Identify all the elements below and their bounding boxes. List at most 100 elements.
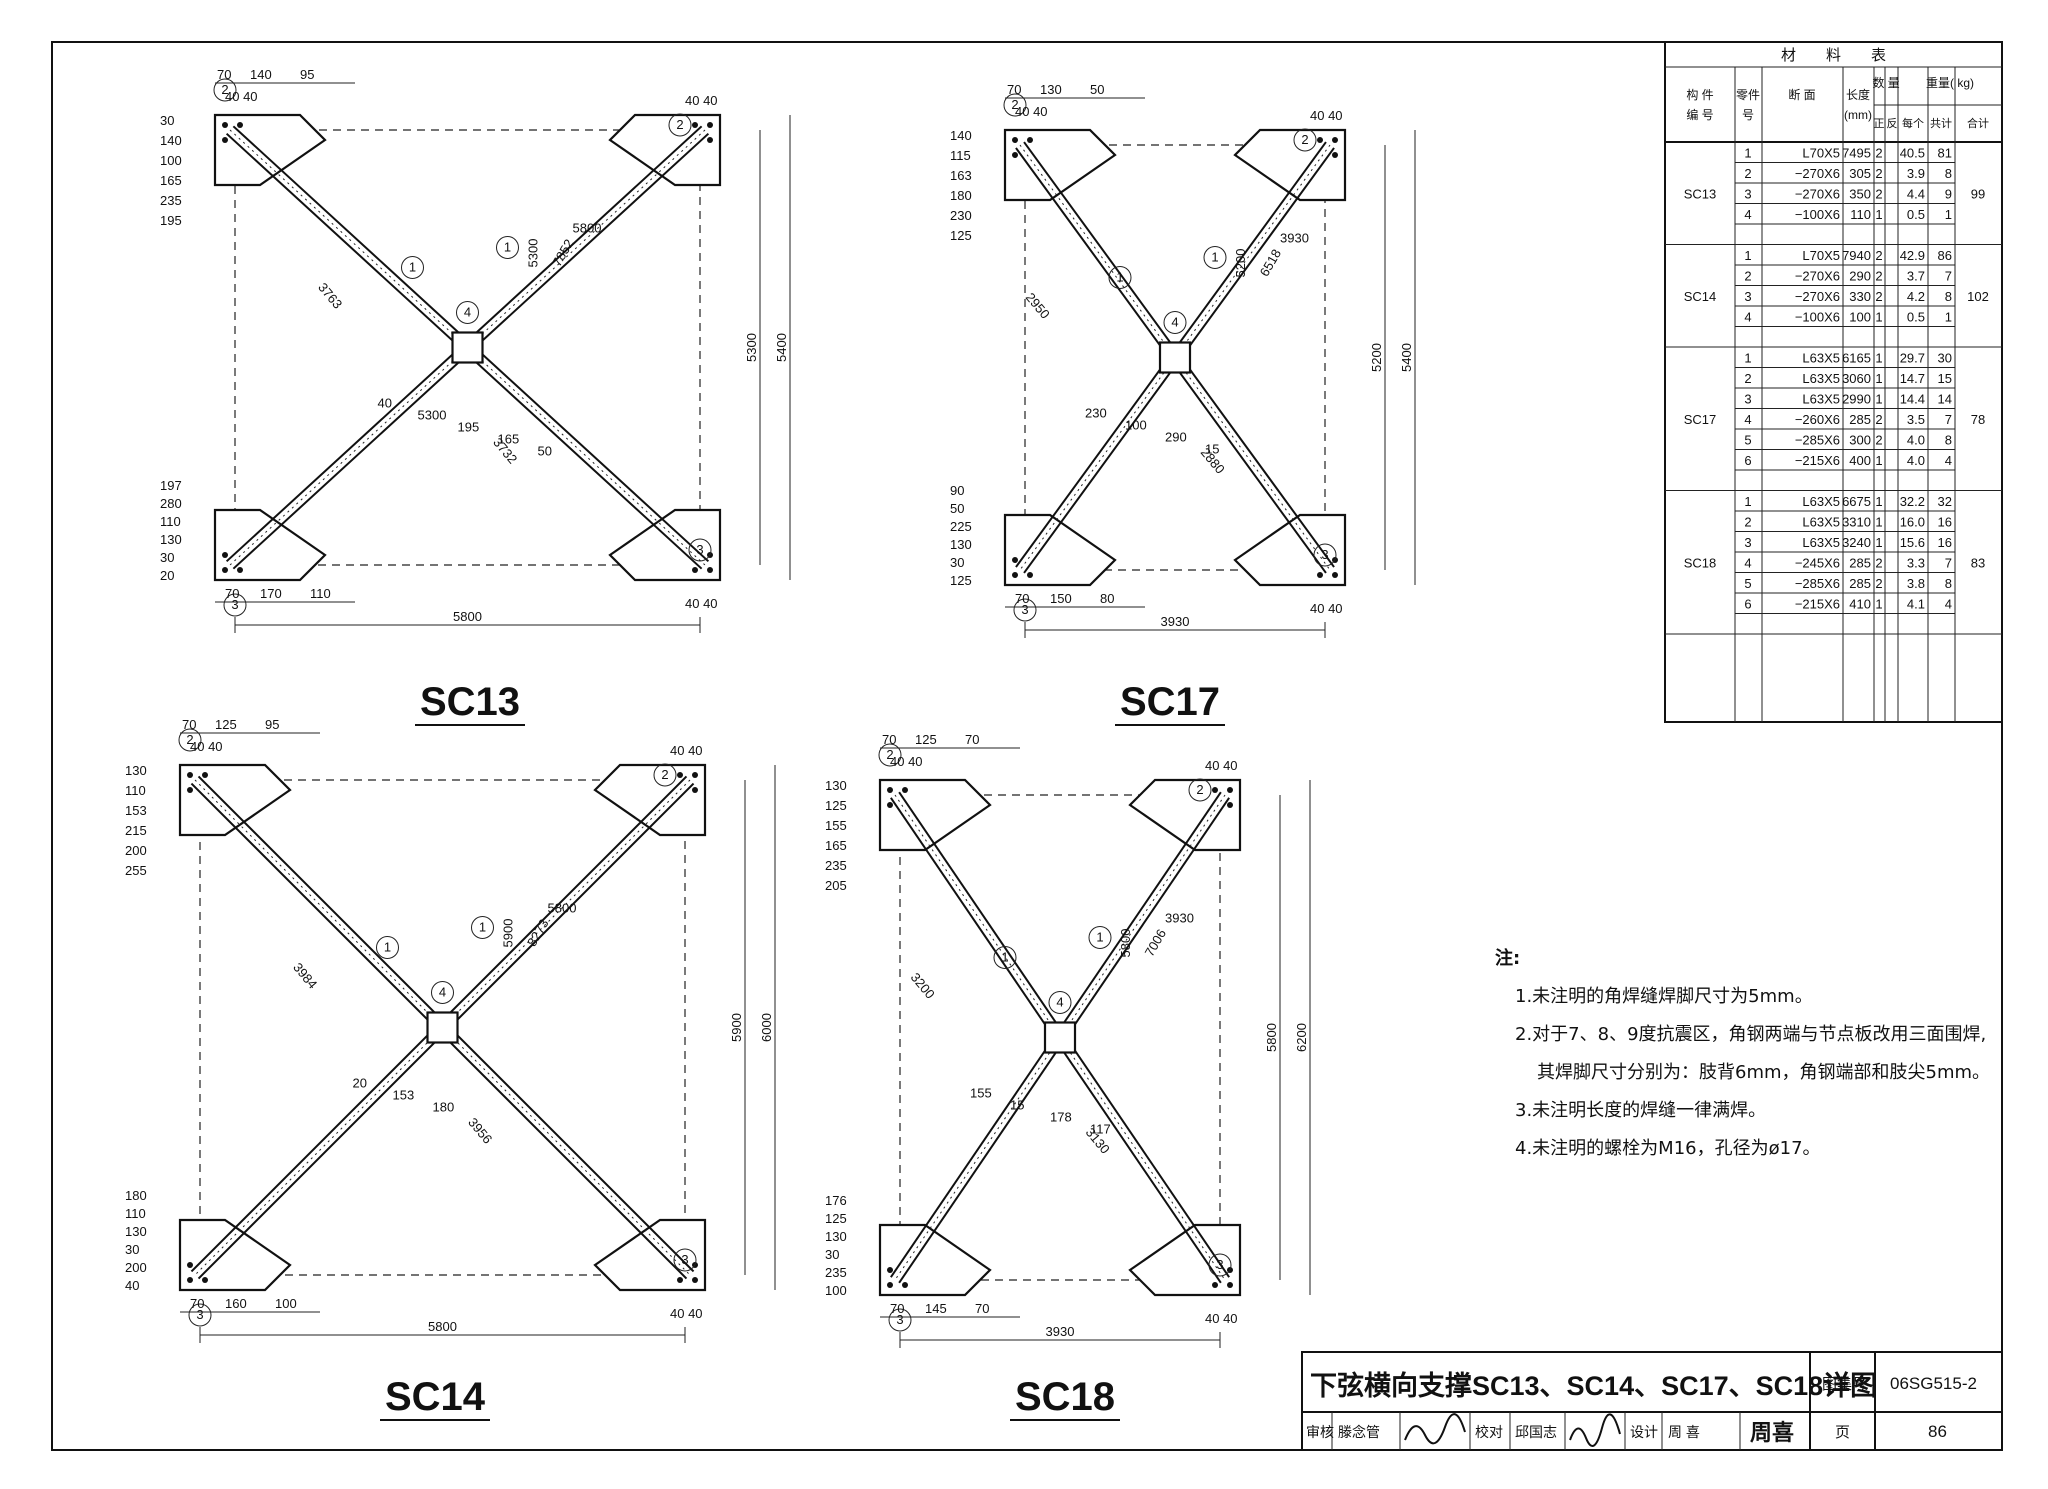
misc-dim: 100 <box>1125 418 1147 433</box>
detail-dim: 70 <box>890 1301 904 1316</box>
part-callout <box>213 78 237 102</box>
part-callout-number: 3 <box>196 1307 203 1322</box>
table-cell: −215X6 <box>1795 453 1840 468</box>
diagonal-length: 7006 <box>1142 926 1169 959</box>
misc-dim: 197 <box>160 478 182 493</box>
table-cell: 1 <box>1875 494 1882 509</box>
misc-dim: 125 <box>825 798 847 813</box>
misc-dim: 230 <box>950 208 972 223</box>
table-cell: 1 <box>1875 515 1882 530</box>
detail-dim: 70 <box>1007 82 1021 97</box>
table-cell: 2 <box>1875 248 1882 263</box>
part-callout <box>1048 991 1072 1014</box>
detail-dim: 40 40 <box>1205 1311 1238 1326</box>
bolt-hole <box>187 772 193 778</box>
part-callout-number: 3 <box>696 542 703 557</box>
bolt-hole <box>187 1277 193 1283</box>
table-group-sum: 78 <box>1971 412 1985 427</box>
half-diagonal: 3956 <box>465 1115 495 1147</box>
bolt-hole <box>187 1262 193 1268</box>
design-name: 周 喜 <box>1668 1424 1700 1440</box>
table-cell: 4 <box>1945 597 1952 612</box>
table-cell: 7 <box>1945 269 1952 284</box>
part-callout-number: 4 <box>1171 315 1178 330</box>
table-header-each: 每个 <box>1902 116 1924 130</box>
misc-dim: 290 <box>1165 430 1187 445</box>
part-callout <box>673 1248 697 1272</box>
table-cell: 3.8 <box>1907 576 1925 591</box>
misc-dim: 15 <box>1010 1098 1024 1113</box>
table-cell: −215X6 <box>1795 597 1840 612</box>
part-callout-number: 1 <box>409 260 416 275</box>
table-cell: 6 <box>1744 597 1751 612</box>
misc-dim: 30 <box>825 1247 839 1262</box>
table-cell: 400 <box>1849 453 1871 468</box>
bolt-hole <box>707 122 713 128</box>
misc-dim: 163 <box>950 168 972 183</box>
table-cell: 2 <box>1875 269 1882 284</box>
table-cell: 4 <box>1744 412 1751 427</box>
table-cell: 3 <box>1744 187 1751 202</box>
misc-dim: 130 <box>125 1224 147 1239</box>
table-cell: 40.5 <box>1900 146 1925 161</box>
table-cell: −270X6 <box>1795 289 1840 304</box>
bolt-hole <box>707 137 713 143</box>
center-plate <box>426 1011 459 1044</box>
inner-height-dimension: 5300 <box>744 333 759 362</box>
table-cell: 16.0 <box>1900 515 1925 530</box>
table-group-name: SC14 <box>1684 289 1717 304</box>
drawing-label: SC14 <box>385 1375 486 1419</box>
table-cell: 29.7 <box>1900 351 1925 366</box>
misc-dim: 178 <box>1050 1110 1072 1125</box>
detail-dim: 125 <box>215 717 237 732</box>
misc-dim: 130 <box>825 1229 847 1244</box>
misc-dim: 110 <box>125 1206 146 1221</box>
bolt-hole <box>1212 787 1218 793</box>
part-callout-number: 1 <box>1001 950 1008 965</box>
table-cell: 8 <box>1945 166 1952 181</box>
table-cell: 6675 <box>1842 494 1871 509</box>
span-height-dimension: 5300 <box>526 239 541 268</box>
span-dimension: 5800 <box>548 901 577 916</box>
part-callout-number: 2 <box>186 732 193 747</box>
part-callout-number: 3 <box>896 1312 903 1327</box>
table-header-part: 零件 <box>1736 88 1760 102</box>
table-cell: 350 <box>1849 187 1871 202</box>
gusset-plate <box>1128 778 1242 852</box>
bolt-hole <box>1227 1282 1233 1288</box>
table-cell: 3.9 <box>1907 166 1925 181</box>
bolt-hole <box>887 787 893 793</box>
misc-dim: 165 <box>160 173 182 188</box>
detail-dim: 170 <box>260 586 282 601</box>
drawing-label: SC17 <box>1120 680 1220 724</box>
detail-dim: 130 <box>1040 82 1062 97</box>
misc-dim: 235 <box>825 858 847 873</box>
table-cell: 2 <box>1875 166 1882 181</box>
table-cell: 1 <box>1875 207 1882 222</box>
table-cell: 290 <box>1849 269 1871 284</box>
table-cell: 410 <box>1849 597 1871 612</box>
table-cell: 4.0 <box>1907 433 1925 448</box>
gusset-plate <box>178 1218 292 1292</box>
bolt-hole <box>692 772 698 778</box>
misc-dim: 155 <box>970 1086 992 1101</box>
part-callout <box>188 1303 212 1327</box>
table-cell: 14 <box>1938 392 1952 407</box>
note-3: 3.未注明长度的焊缝一律满焊。 <box>1515 1100 1767 1121</box>
table-cell: 3.3 <box>1907 556 1925 571</box>
table-cell: −270X6 <box>1795 187 1840 202</box>
table-border <box>1664 41 2003 723</box>
table-cell: 285 <box>1849 412 1871 427</box>
review-signature <box>1404 1413 1466 1445</box>
misc-dim: 20 <box>353 1076 367 1091</box>
design-signature: 周喜 <box>1750 1420 1794 1445</box>
member-centerline <box>1019 144 1331 571</box>
drawing-label: SC18 <box>1015 1375 1115 1419</box>
bolt-hole <box>1012 137 1018 143</box>
table-cell: 305 <box>1849 166 1871 181</box>
misc-dim: 90 <box>950 483 964 498</box>
misc-dim: 5300 <box>418 408 447 423</box>
part-callout-number: 2 <box>1196 782 1203 797</box>
part-callout-number: 3 <box>1216 1257 1223 1272</box>
drawing-title: 下弦横向支撑SC13、SC14、SC17、SC18详图 <box>1310 1370 1877 1401</box>
